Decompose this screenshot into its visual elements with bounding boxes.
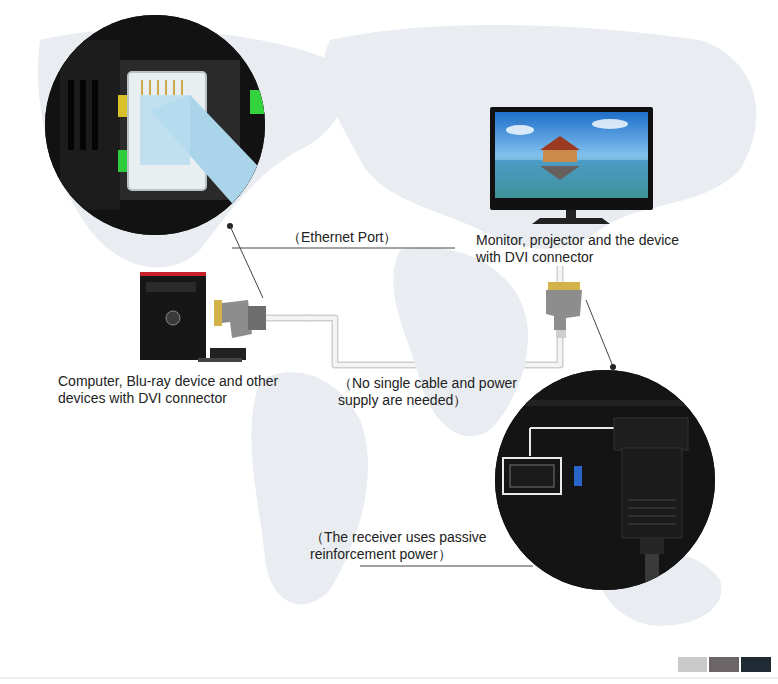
footer-decoration — [0, 657, 778, 678]
leader-line — [227, 223, 455, 298]
receiver-inset — [495, 370, 715, 594]
computer-picture — [140, 272, 312, 362]
ethernet-inset — [45, 15, 300, 235]
device-caption-node: Computer, Blu-ray device and other devic… — [58, 268, 310, 407]
callout-label: （Ethernet Port） — [287, 229, 437, 246]
world-map — [38, 25, 756, 626]
inset-circle — [495, 370, 715, 590]
edge-label: （No single cable and power supply are ne… — [338, 375, 538, 409]
dvi-adapter — [546, 282, 582, 338]
device-caption: Computer, Blu-ray device and other devic… — [58, 373, 310, 407]
monitor-picture — [490, 107, 653, 224]
callout-label: （The receiver uses passive reinforcement… — [310, 529, 510, 563]
device-caption: Monitor, projector and the device with D… — [476, 232, 681, 266]
device-caption-node: Monitor, projector and the device with D… — [476, 104, 681, 266]
